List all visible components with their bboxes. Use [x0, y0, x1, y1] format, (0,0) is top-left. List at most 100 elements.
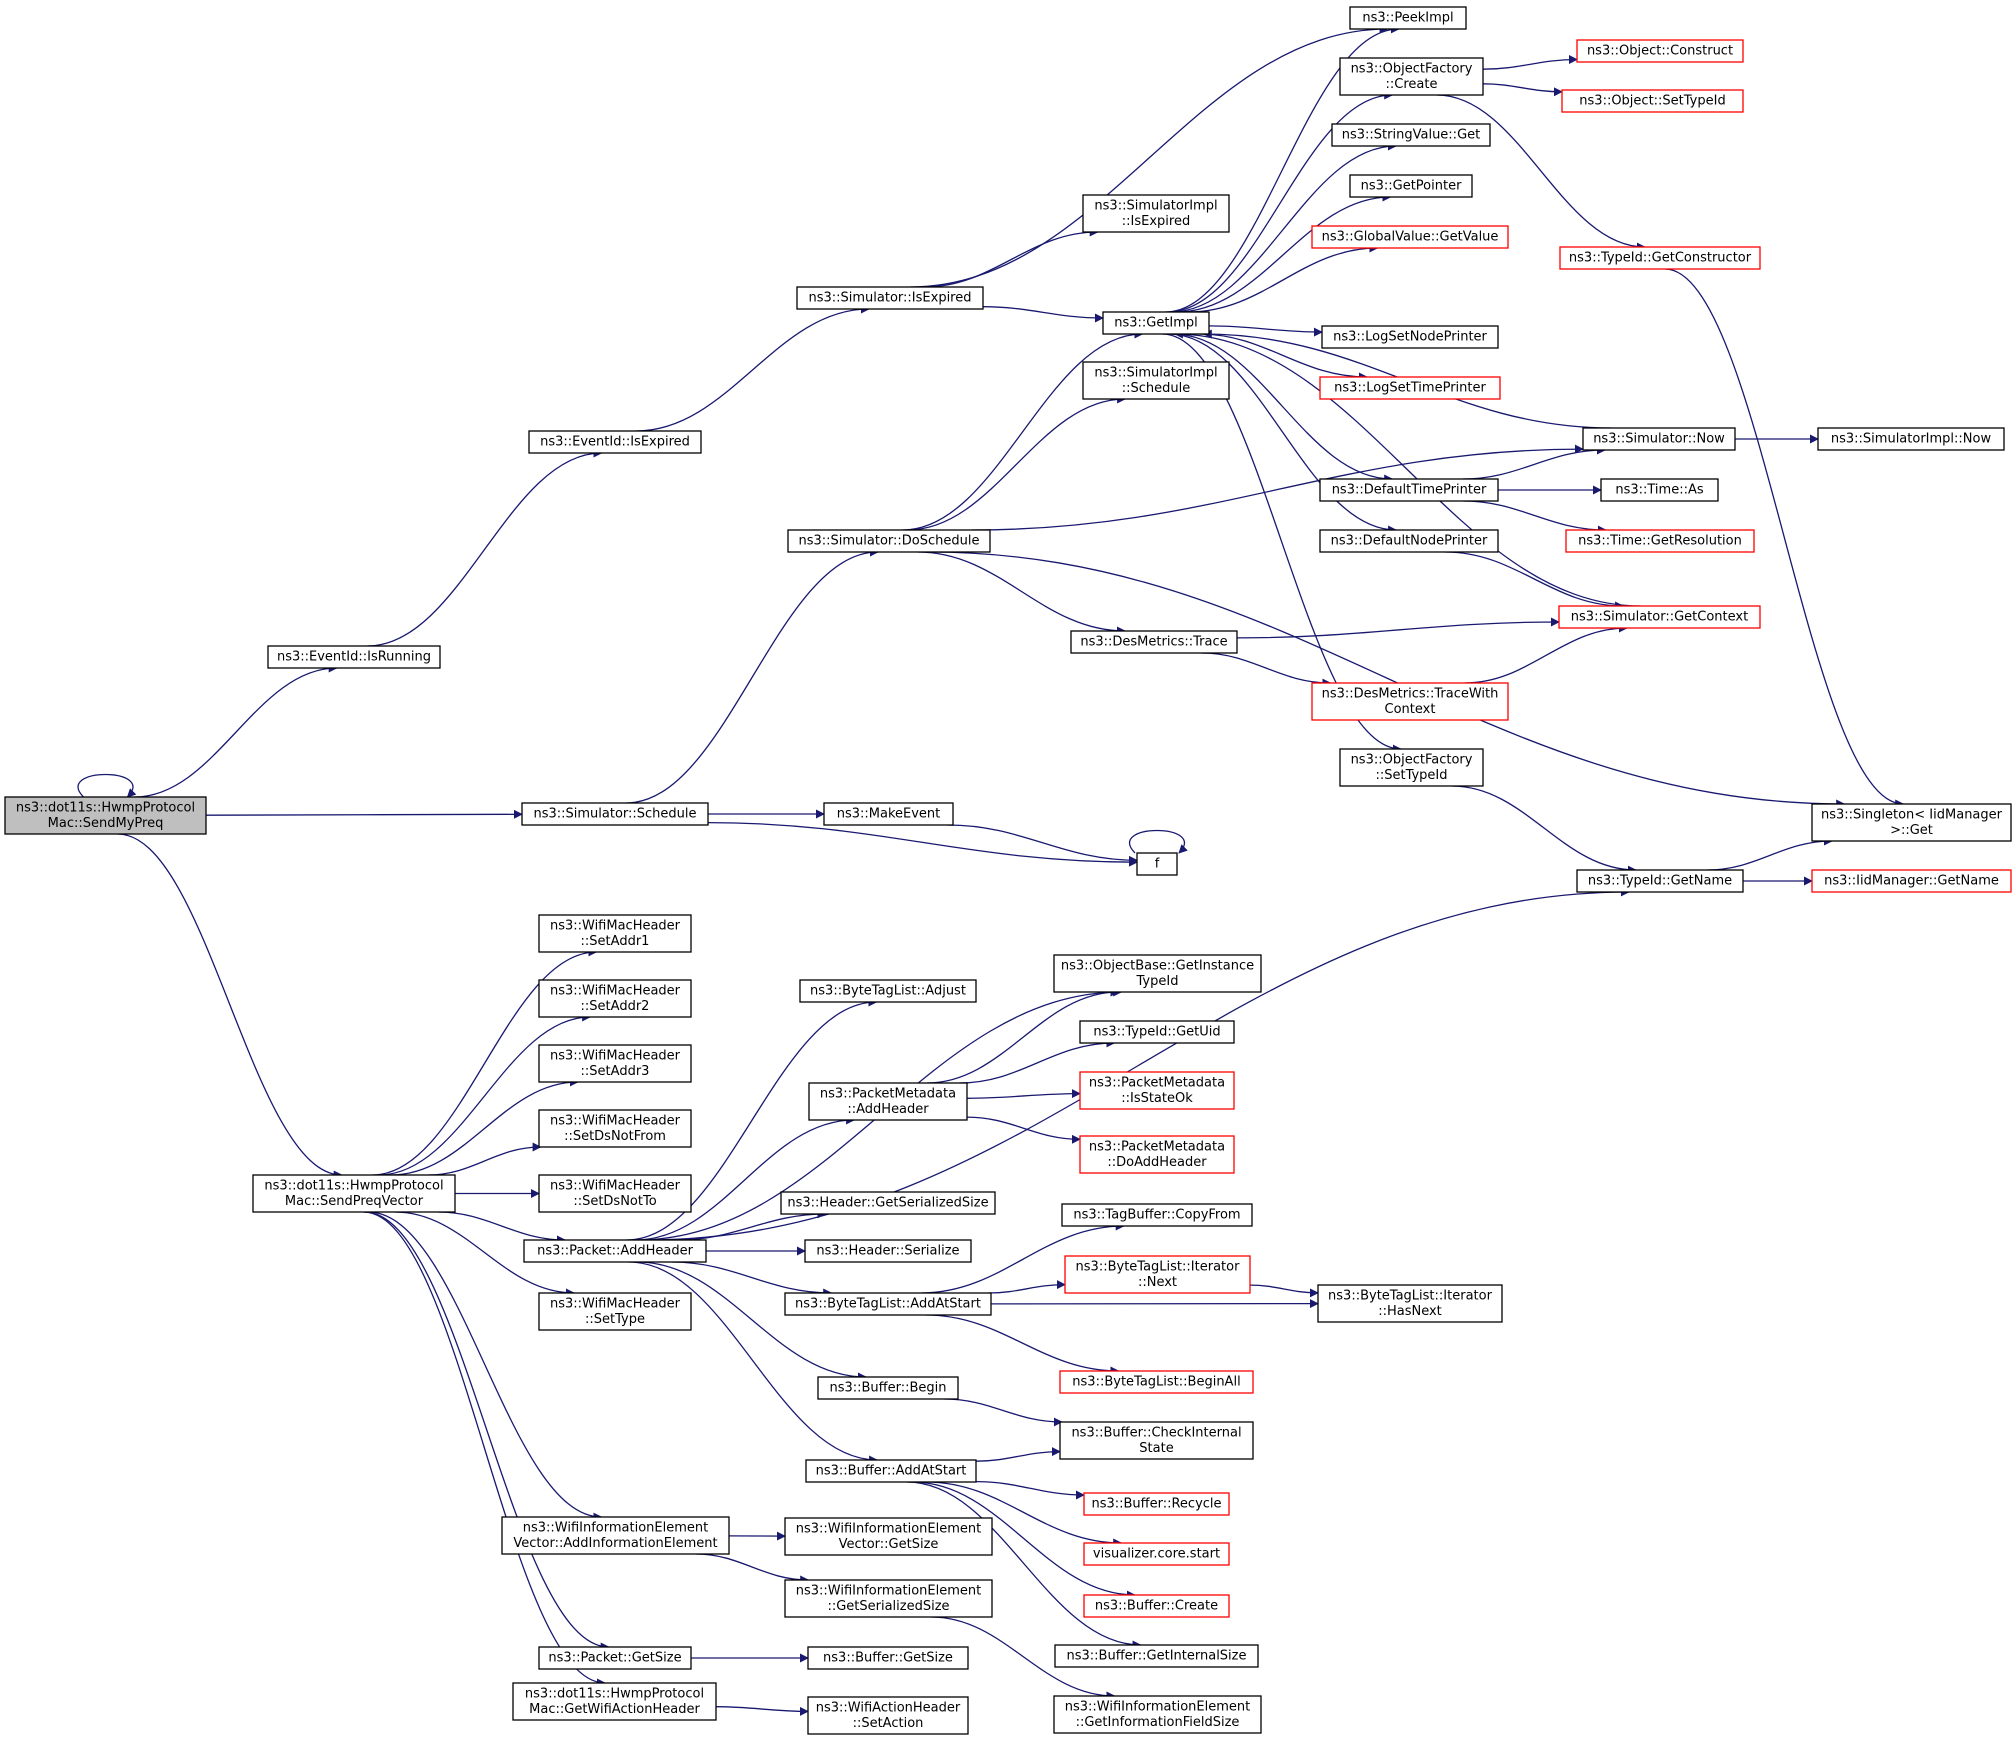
- node-wievGetSize[interactable]: ns3::WifiInformationElementVector::GetSi…: [784, 1517, 993, 1556]
- node-hdrSerialize[interactable]: ns3::Header::Serialize: [804, 1239, 972, 1263]
- edge-sendPreqVector-to-setAddr1: [372, 947, 598, 1176]
- node-wieSerSize[interactable]: ns3::WifiInformationElement::GetSerializ…: [784, 1579, 993, 1618]
- node-simIsExpired[interactable]: ns3::Simulator::IsExpired: [796, 286, 984, 310]
- node-label: ns3::PeekImpl: [1362, 11, 1453, 26]
- node-layer: ns3::dot11s::HwmpProtocolMac::SendMyPreq…: [4, 6, 2012, 1735]
- node-setAddr1[interactable]: ns3::WifiMacHeader::SetAddr1: [538, 914, 692, 953]
- node-simNow[interactable]: ns3::Simulator::Now: [1582, 427, 1736, 451]
- node-pktGetSize[interactable]: ns3::Packet::GetSize: [538, 1646, 692, 1670]
- edge-getImpl-to-defNode: [1168, 333, 1398, 535]
- edge-simIsExpired-to-peekImpl: [910, 24, 1389, 288]
- node-peekImpl[interactable]: ns3::PeekImpl: [1349, 6, 1467, 30]
- node-evIsExpired[interactable]: ns3::EventId::IsExpired: [528, 430, 702, 454]
- node-label: ns3::IidManager::GetName: [1824, 874, 1999, 889]
- node-box: [1054, 1644, 1259, 1668]
- node-label: ns3::SimulatorImpl: [1094, 198, 1217, 213]
- node-pmIsStateOk[interactable]: ns3::PacketMetadata::IsStateOk: [1079, 1071, 1235, 1110]
- node-box: [1565, 529, 1755, 553]
- node-getUid[interactable]: ns3::TypeId::GetUid: [1079, 1020, 1235, 1044]
- node-wievAddIE[interactable]: ns3::WifiInformationElementVector::AddIn…: [501, 1516, 730, 1555]
- node-label: ns3::Simulator::Now: [1593, 432, 1725, 447]
- node-getContext[interactable]: ns3::Simulator::GetContext: [1558, 605, 1761, 629]
- node-box: [1082, 194, 1230, 233]
- node-label: Vector::AddInformationElement: [513, 1536, 717, 1551]
- edge-doSchedule-to-desTrace: [917, 551, 1126, 636]
- node-implIsExpired[interactable]: ns3::SimulatorImpl::IsExpired: [1082, 194, 1230, 233]
- node-setDsNotTo[interactable]: ns3::WifiMacHeader::SetDsNotTo: [538, 1174, 692, 1213]
- node-bufRecycle[interactable]: ns3::Buffer::Recycle: [1083, 1492, 1230, 1516]
- node-objConstruct[interactable]: ns3::Object::Construct: [1576, 39, 1744, 63]
- edge-doSchedule-to-implSchedule: [907, 394, 1127, 531]
- edge-desTrace-to-desTraceCtx: [1201, 652, 1332, 688]
- node-itHasNext[interactable]: ns3::ByteTagList::Iterator::HasNext: [1317, 1284, 1503, 1323]
- node-makeEvent[interactable]: ns3::MakeEvent: [823, 802, 954, 826]
- node-getPointer[interactable]: ns3::GetPointer: [1349, 174, 1473, 198]
- node-box: [1331, 123, 1491, 147]
- node-logNode[interactable]: ns3::LogSetNodePrinter: [1321, 325, 1499, 349]
- node-isRunning[interactable]: ns3::EventId::IsRunning: [267, 645, 441, 669]
- node-label: ns3::ByteTagList::Iterator: [1328, 1288, 1493, 1303]
- node-tbCopyFrom[interactable]: ns3::TagBuffer::CopyFrom: [1061, 1203, 1253, 1227]
- node-objSetTypeId[interactable]: ns3::Object::SetTypeId: [1561, 89, 1744, 113]
- node-defNode[interactable]: ns3::DefaultNodePrinter: [1319, 529, 1499, 553]
- node-doSchedule[interactable]: ns3::Simulator::DoSchedule: [787, 529, 991, 553]
- node-label: ns3::DefaultNodePrinter: [1331, 534, 1488, 549]
- node-bufAddAtStart[interactable]: ns3::Buffer::AddAtStart: [805, 1459, 977, 1483]
- node-implSchedule[interactable]: ns3::SimulatorImpl::Schedule: [1082, 361, 1230, 400]
- node-timeAs[interactable]: ns3::Time::As: [1600, 478, 1719, 502]
- node-getName[interactable]: ns3::TypeId::GetName: [1576, 869, 1744, 893]
- node-setAddr2[interactable]: ns3::WifiMacHeader::SetAddr2: [538, 979, 692, 1018]
- node-stringGet[interactable]: ns3::StringValue::Get: [1331, 123, 1491, 147]
- node-setAction[interactable]: ns3::WifiActionHeader::SetAction: [807, 1696, 969, 1735]
- node-box: [523, 1239, 707, 1263]
- node-timeRes[interactable]: ns3::Time::GetResolution: [1565, 529, 1755, 553]
- node-getImpl[interactable]: ns3::GetImpl: [1102, 311, 1210, 335]
- node-box: [1083, 1542, 1230, 1566]
- node-logTime[interactable]: ns3::LogSetTimePrinter: [1319, 376, 1501, 400]
- edge-wievAddIE-to-wieSerSize: [695, 1553, 810, 1585]
- node-iidGetName[interactable]: ns3::IidManager::GetName: [1811, 869, 2012, 893]
- node-tagBeginAll[interactable]: ns3::ByteTagList::BeginAll: [1059, 1370, 1254, 1394]
- node-bufBegin[interactable]: ns3::Buffer::Begin: [817, 1376, 959, 1400]
- node-getConstructor[interactable]: ns3::TypeId::GetConstructor: [1559, 246, 1761, 270]
- node-ofSetTypeId[interactable]: ns3::ObjectFactory::SetTypeId: [1339, 748, 1484, 787]
- node-ofCreate[interactable]: ns3::ObjectFactory::Create: [1339, 57, 1484, 96]
- node-box: [807, 1646, 969, 1670]
- node-box: [1558, 605, 1761, 629]
- node-label: ::SetAction: [853, 1716, 924, 1731]
- node-desTrace[interactable]: ns3::DesMetrics::Trace: [1070, 630, 1238, 654]
- node-setDsNotFrom[interactable]: ns3::WifiMacHeader::SetDsNotFrom: [538, 1109, 692, 1148]
- node-pktAddHeader[interactable]: ns3::Packet::AddHeader: [523, 1239, 707, 1263]
- node-simSchedule[interactable]: ns3::Simulator::Schedule: [521, 802, 709, 826]
- node-tagAddAtStart[interactable]: ns3::ByteTagList::AddAtStart: [784, 1292, 992, 1316]
- edge-getImpl-to-stringGet: [1170, 141, 1397, 313]
- node-wieInfoSize[interactable]: ns3::WifiInformationElement::GetInformat…: [1053, 1695, 1262, 1734]
- node-sendPreqVector[interactable]: ns3::dot11s::HwmpProtocolMac::SendPreqVe…: [252, 1174, 456, 1213]
- node-label: ::SetAddr3: [581, 1064, 650, 1079]
- edge-sendPreqVector-to-wievAddIE: [368, 1211, 603, 1522]
- node-f[interactable]: f: [1136, 852, 1178, 876]
- node-box: [1136, 852, 1178, 876]
- node-singletonGet[interactable]: ns3::Singleton< IidManager >::Get: [1811, 803, 2012, 842]
- node-tagAdjust[interactable]: ns3::ByteTagList::Adjust: [799, 979, 977, 1003]
- node-bufCreate[interactable]: ns3::Buffer::Create: [1083, 1594, 1230, 1618]
- node-implNow[interactable]: ns3::SimulatorImpl::Now: [1817, 427, 2005, 451]
- node-visStart[interactable]: visualizer.core.start: [1083, 1542, 1230, 1566]
- edge-ofCreate-to-objConstruct: [1482, 55, 1578, 70]
- node-setAddr3[interactable]: ns3::WifiMacHeader::SetAddr3: [538, 1044, 692, 1083]
- node-itNext[interactable]: ns3::ByteTagList::Iterator::Next: [1064, 1255, 1251, 1294]
- node-setType[interactable]: ns3::WifiMacHeader::SetType: [538, 1292, 692, 1331]
- node-defTime[interactable]: ns3::DefaultTimePrinter: [1319, 478, 1499, 502]
- node-bufIntSize[interactable]: ns3::Buffer::GetInternalSize: [1054, 1644, 1259, 1668]
- node-gvGetValue[interactable]: ns3::GlobalValue::GetValue: [1311, 225, 1509, 249]
- edge-doSchedule-to-simNow: [971, 444, 1584, 531]
- node-hdrSerSize[interactable]: ns3::Header::GetSerializedSize: [780, 1191, 996, 1215]
- node-bufGetSize[interactable]: ns3::Buffer::GetSize: [807, 1646, 969, 1670]
- node-pmDoAddHeader[interactable]: ns3::PacketMetadata::DoAddHeader: [1079, 1135, 1235, 1174]
- node-pmAddHeader[interactable]: ns3::PacketMetadata::AddHeader: [808, 1082, 968, 1121]
- node-getWifiActHdr[interactable]: ns3::dot11s::HwmpProtocolMac::GetWifiAct…: [512, 1682, 717, 1721]
